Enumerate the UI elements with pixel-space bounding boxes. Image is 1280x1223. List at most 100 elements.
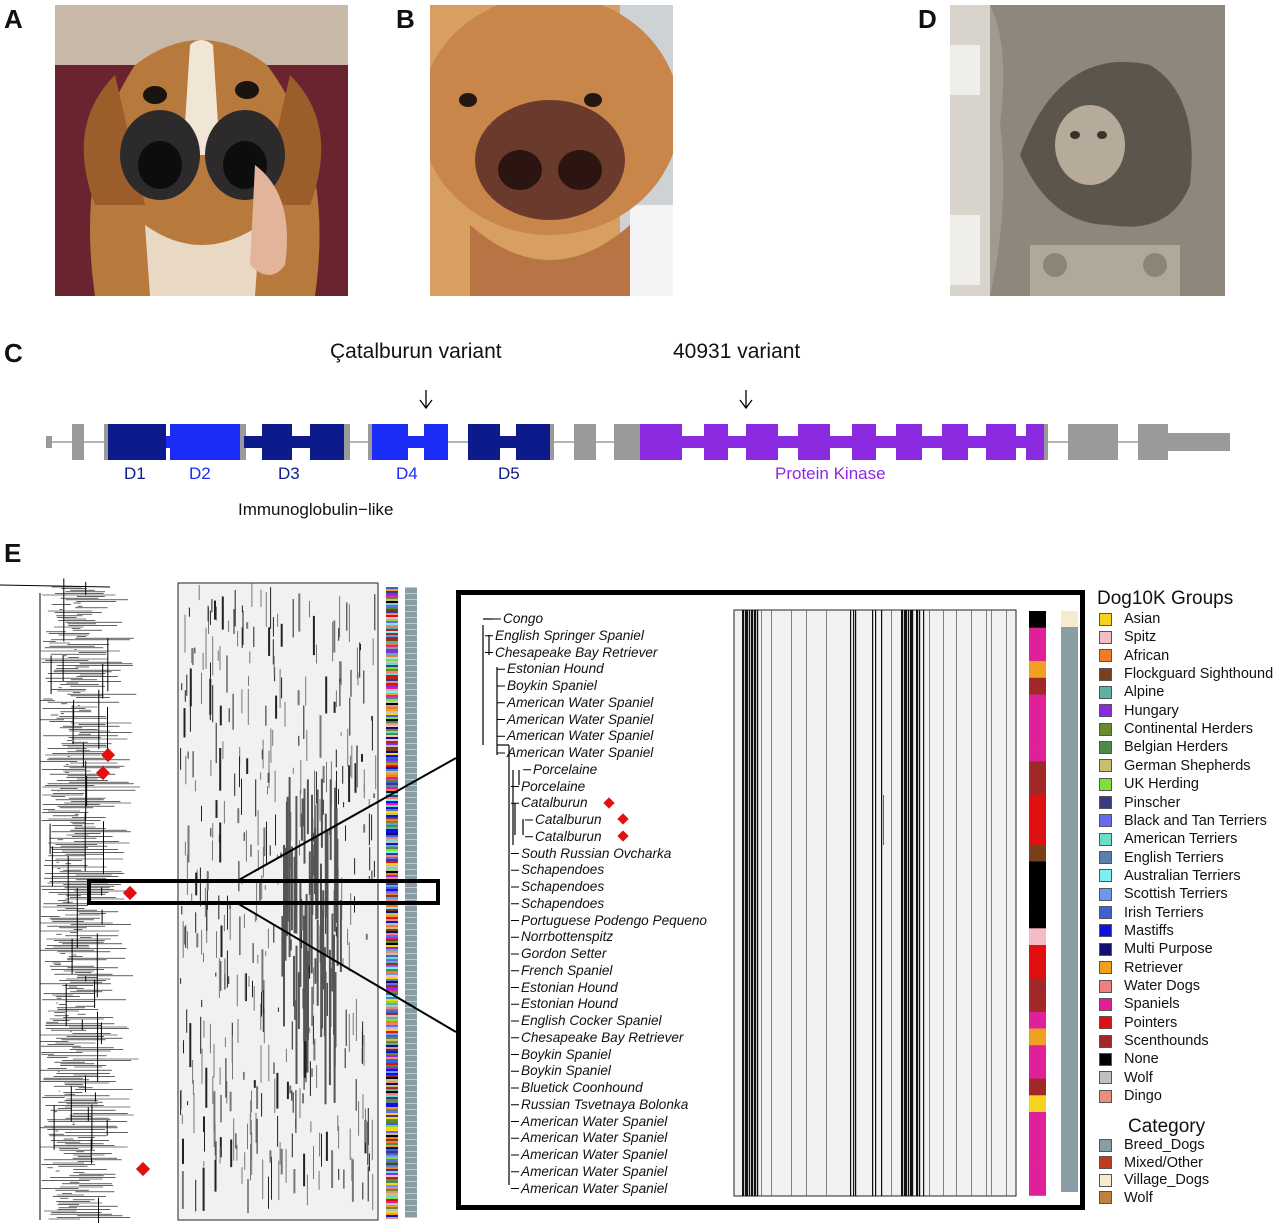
legend-item-group: Scenthounds — [1099, 1032, 1209, 1050]
groups-legend-title: Dog10K Groups — [1097, 588, 1234, 609]
legend-label: Water Dogs — [1124, 978, 1201, 994]
legend-label: Flockguard Sighthound — [1124, 666, 1274, 683]
domain-d3 — [262, 424, 292, 460]
zoom-tip-label: Estonian Hound — [521, 979, 618, 995]
legend-label: Alpine — [1124, 684, 1165, 701]
legend-label: Pinscher — [1124, 794, 1181, 811]
legend-swatch — [1099, 704, 1112, 718]
catalburun-variant-label: Çatalburun variant — [330, 340, 502, 363]
zoom-tip-label: English Cocker Spaniel — [521, 1013, 662, 1028]
domain-label-d2: D2 — [189, 464, 211, 483]
legend-label: Hungary — [1124, 702, 1179, 719]
category-column — [1061, 627, 1078, 1192]
legend-swatch — [1099, 759, 1112, 773]
legend-swatch — [1099, 869, 1112, 883]
legend-swatch — [1099, 1071, 1112, 1085]
legend-swatch — [1099, 685, 1112, 699]
category-legend-title: Category — [1128, 1116, 1206, 1137]
zoom-tip-label: American Water Spaniel — [521, 1130, 668, 1146]
legend-item-group: Pointers — [1099, 1014, 1177, 1032]
legend-label: Asian — [1124, 611, 1161, 627]
panel-label-b: B — [396, 4, 415, 34]
legend-label: Australian Terriers — [1124, 867, 1241, 884]
legend-item-group: German Shepherds — [1099, 757, 1251, 775]
legend-item-group: Spaniels — [1099, 995, 1180, 1013]
catalburun-marker-diamond — [603, 797, 615, 809]
legend-item-category: Village_Dogs — [1099, 1171, 1209, 1189]
legend-swatch — [1099, 1173, 1112, 1187]
dog-photo-b — [430, 5, 673, 296]
zoom-panel — [456, 590, 1085, 1210]
legend-label: Multi Purpose — [1124, 941, 1213, 958]
legend-label: Belgian Herders — [1124, 739, 1228, 756]
legend-label: English Terriers — [1124, 849, 1224, 866]
zoom-tree-heatmap — [482, 609, 1078, 1197]
panel-label-d: D — [918, 4, 937, 34]
legend-item-group: African — [1099, 647, 1169, 665]
legend-item-group: Scottish Terriers — [1099, 885, 1228, 903]
legend-item-group: Multi Purpose — [1099, 940, 1213, 958]
zoom-tip-label: Boykin Spaniel — [507, 678, 597, 693]
legend-swatch — [1099, 887, 1112, 901]
zoom-tip-label: Porcelaine — [533, 761, 598, 777]
category-cell — [1061, 611, 1078, 627]
legend-item-category: Breed_Dogs — [1099, 1136, 1205, 1154]
zoom-tip-label: Schapendoes — [521, 862, 605, 878]
legend-item-group: Asian — [1099, 610, 1160, 628]
legend-swatch — [1099, 906, 1112, 920]
legend-swatch — [1099, 1016, 1112, 1030]
legend-item-group: Dingo — [1099, 1087, 1162, 1105]
zoom-tip-label: Catalburun — [535, 828, 602, 844]
legend-label: Spitz — [1124, 629, 1157, 646]
legend-swatch — [1099, 924, 1112, 938]
legend-swatch — [1099, 667, 1112, 681]
legend-swatch — [1099, 814, 1112, 828]
zoom-tip-label: Norrbottenspitz — [521, 929, 614, 945]
legend-label: None — [1124, 1051, 1159, 1068]
zoom-tip-label: Estonian Hound — [521, 996, 618, 1012]
utr — [1166, 433, 1230, 451]
catalburun-marker-diamond — [617, 813, 629, 825]
domain-label-d5: D5 — [498, 464, 520, 483]
zoom-tip-label: South Russian Ovcharka — [521, 845, 672, 861]
legend-swatch — [1099, 1191, 1112, 1204]
zoom-tip-label: Chesapeake Bay Retriever — [521, 1029, 684, 1045]
legend-item-group: Continental Herders — [1099, 720, 1253, 738]
zoom-tip-label: American Water Spaniel — [507, 711, 654, 727]
zoom-tip-label: American Water Spaniel — [521, 1113, 668, 1129]
marker-diamond — [95, 765, 111, 781]
zoom-tip-label: Congo — [503, 611, 544, 626]
legend-label: Dingo — [1124, 1088, 1162, 1105]
zoom-tip-label: American Water Spaniel — [507, 745, 654, 760]
zoom-tip-label: Catalburun — [535, 812, 602, 827]
zoom-tip-label: Catalburun — [521, 795, 588, 811]
exon — [614, 424, 640, 460]
domain-label-d4: D4 — [396, 464, 418, 483]
legend-item-group: Retriever — [1099, 959, 1183, 977]
zoom-tip-label: Boykin Spaniel — [521, 1063, 611, 1079]
legend-swatch — [1099, 1156, 1112, 1169]
zoom-tip-label: English Springer Spaniel — [495, 627, 644, 643]
legend-item-group: Belgian Herders — [1099, 738, 1228, 756]
legend-item-group: Water Dogs — [1099, 977, 1200, 995]
legend-item-group: Wolf — [1099, 1069, 1153, 1087]
exon — [1068, 424, 1118, 460]
legend-swatch — [1099, 997, 1112, 1011]
legend-label: Mixed/Other — [1124, 1154, 1203, 1171]
legend-swatch — [1099, 612, 1112, 626]
zoom-tip-label: Schapendoes — [521, 895, 605, 911]
legend-swatch — [1099, 722, 1112, 736]
legend-swatch — [1099, 851, 1112, 865]
zoom-tip-label: Chesapeake Bay Retriever — [495, 644, 658, 660]
kinase-domain — [640, 436, 1046, 448]
legend-item-group: Pinscher — [1099, 794, 1180, 812]
marker-diamond — [100, 747, 116, 763]
legend-label: Village_Dogs — [1124, 1172, 1210, 1188]
zoom-tip-label: Bluetick Coonhound — [521, 1080, 643, 1095]
legend-item-category: Wolf — [1099, 1189, 1153, 1207]
zoom-tip-label: American Water Spaniel — [521, 1147, 668, 1162]
legend-label: Scottish Terriers — [1124, 886, 1228, 903]
marker-diamond — [122, 885, 138, 901]
dog-photo-a — [55, 5, 348, 296]
legend-label: UK Herding — [1124, 776, 1199, 793]
